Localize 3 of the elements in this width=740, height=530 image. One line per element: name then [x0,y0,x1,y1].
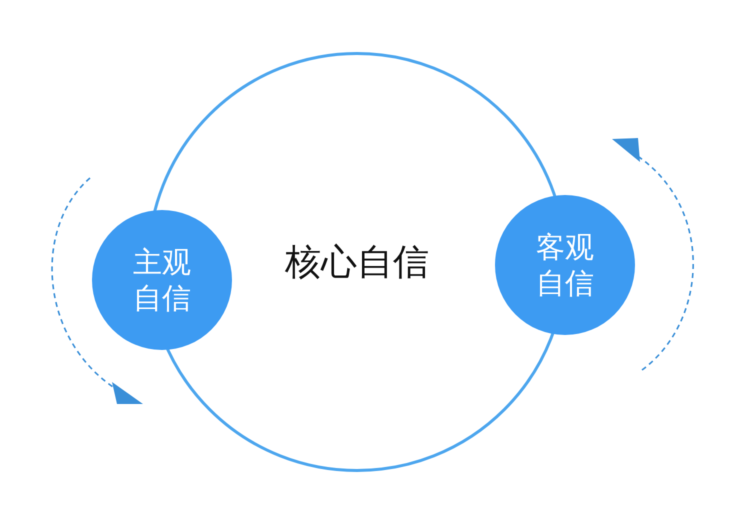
circle-label: 客观自信 [534,228,595,302]
circle-label: 核心自信 [285,240,429,284]
circle-label: 主观自信 [132,244,192,316]
